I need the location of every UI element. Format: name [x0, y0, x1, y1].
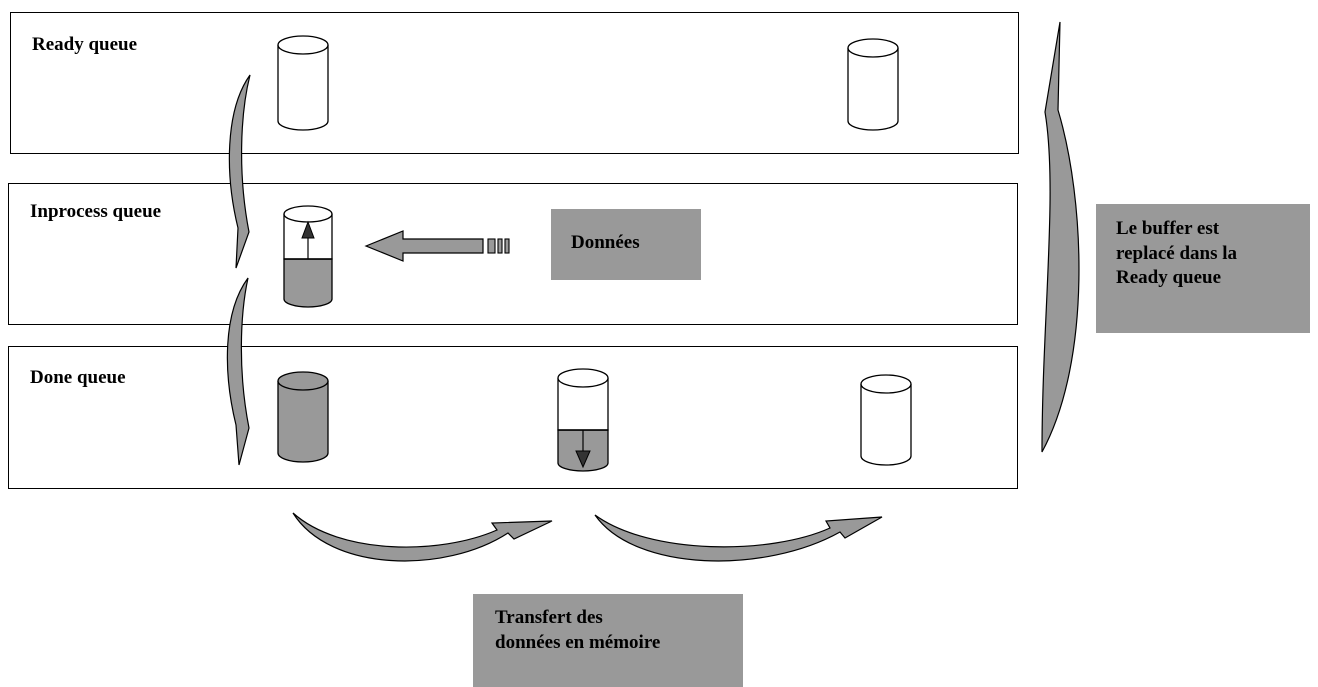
buffer-replaced-line-1: Le buffer est — [1116, 218, 1220, 239]
done-buffer-full — [277, 371, 329, 463]
done-buffer-empty — [860, 374, 912, 466]
transfer-arrow-1 — [292, 512, 553, 562]
donnees-callout: Données — [551, 209, 701, 280]
ready-buffer-2 — [847, 38, 899, 131]
done-queue-label: Done queue — [30, 367, 126, 388]
transfer-arrow-2 — [594, 514, 883, 562]
buffer-replaced-line-3: Ready queue — [1116, 267, 1222, 289]
ready-buffer-1 — [277, 35, 329, 131]
transfer-callout: Transfert des données en mémoire — [473, 594, 743, 687]
inprocess-queue-label: Inprocess queue — [30, 201, 162, 222]
done-to-ready-arrow — [1041, 21, 1080, 453]
inprocess-queue-box — [8, 183, 1018, 325]
ready-to-inprocess-arrow — [228, 74, 251, 269]
data-input-arrow — [364, 230, 510, 262]
done-buffer-emptying — [557, 368, 609, 472]
inprocess-to-done-arrow — [226, 277, 250, 466]
done-queue-box — [8, 346, 1018, 489]
transfer-line-2: données en mémoire — [495, 631, 661, 653]
donnees-text: Données — [571, 232, 640, 253]
ready-queue-label: Ready queue — [32, 34, 138, 55]
buffer-replaced-line-2: replacé dans la — [1116, 242, 1238, 264]
inprocess-buffer — [283, 205, 333, 308]
buffer-replaced-callout: Le buffer est replacé dans la Ready queu… — [1096, 204, 1310, 333]
transfer-line-1: Transfert des — [495, 607, 603, 628]
